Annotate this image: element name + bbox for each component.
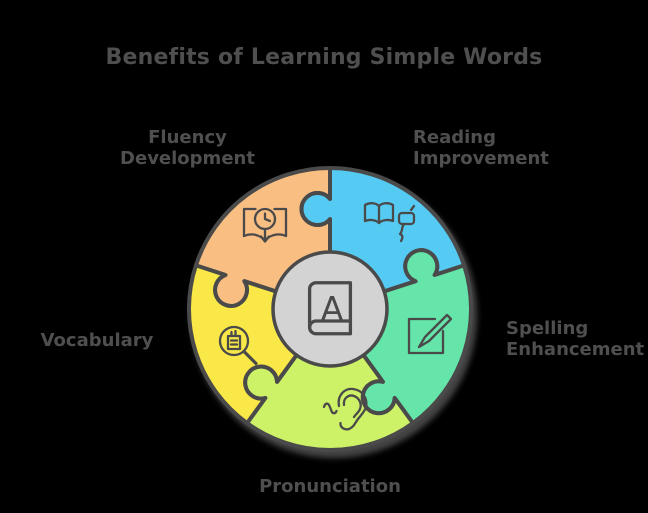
open-book-speech-icon	[363, 202, 416, 243]
center-circle	[271, 250, 389, 368]
label-vocabulary: Vocabulary	[18, 330, 176, 351]
ear-sound-icon	[322, 387, 368, 431]
label-fluency: Fluency Development	[100, 127, 275, 169]
label-spelling: Spelling Enhancement	[506, 318, 648, 360]
label-reading: Reading Improvement	[413, 127, 593, 169]
label-line: Pronunciation	[259, 476, 401, 497]
open-book-clock-icon	[242, 207, 288, 243]
label-line: Fluency	[148, 127, 227, 148]
label-pronunciation: Pronunciation	[230, 476, 430, 497]
label-line: Improvement	[413, 148, 549, 169]
label-line: Enhancement	[506, 339, 645, 360]
label-line: Development	[120, 148, 255, 169]
label-line: Vocabulary	[40, 330, 154, 351]
diagram-title: Benefits of Learning Simple Words	[105, 45, 543, 70]
magnifier-document-icon	[218, 325, 258, 366]
label-line: Reading	[413, 127, 496, 148]
label-line: Spelling	[506, 318, 589, 339]
pencil-square-icon	[407, 313, 453, 355]
center-letter: A	[321, 289, 344, 328]
dictionary-book-icon	[307, 281, 353, 336]
